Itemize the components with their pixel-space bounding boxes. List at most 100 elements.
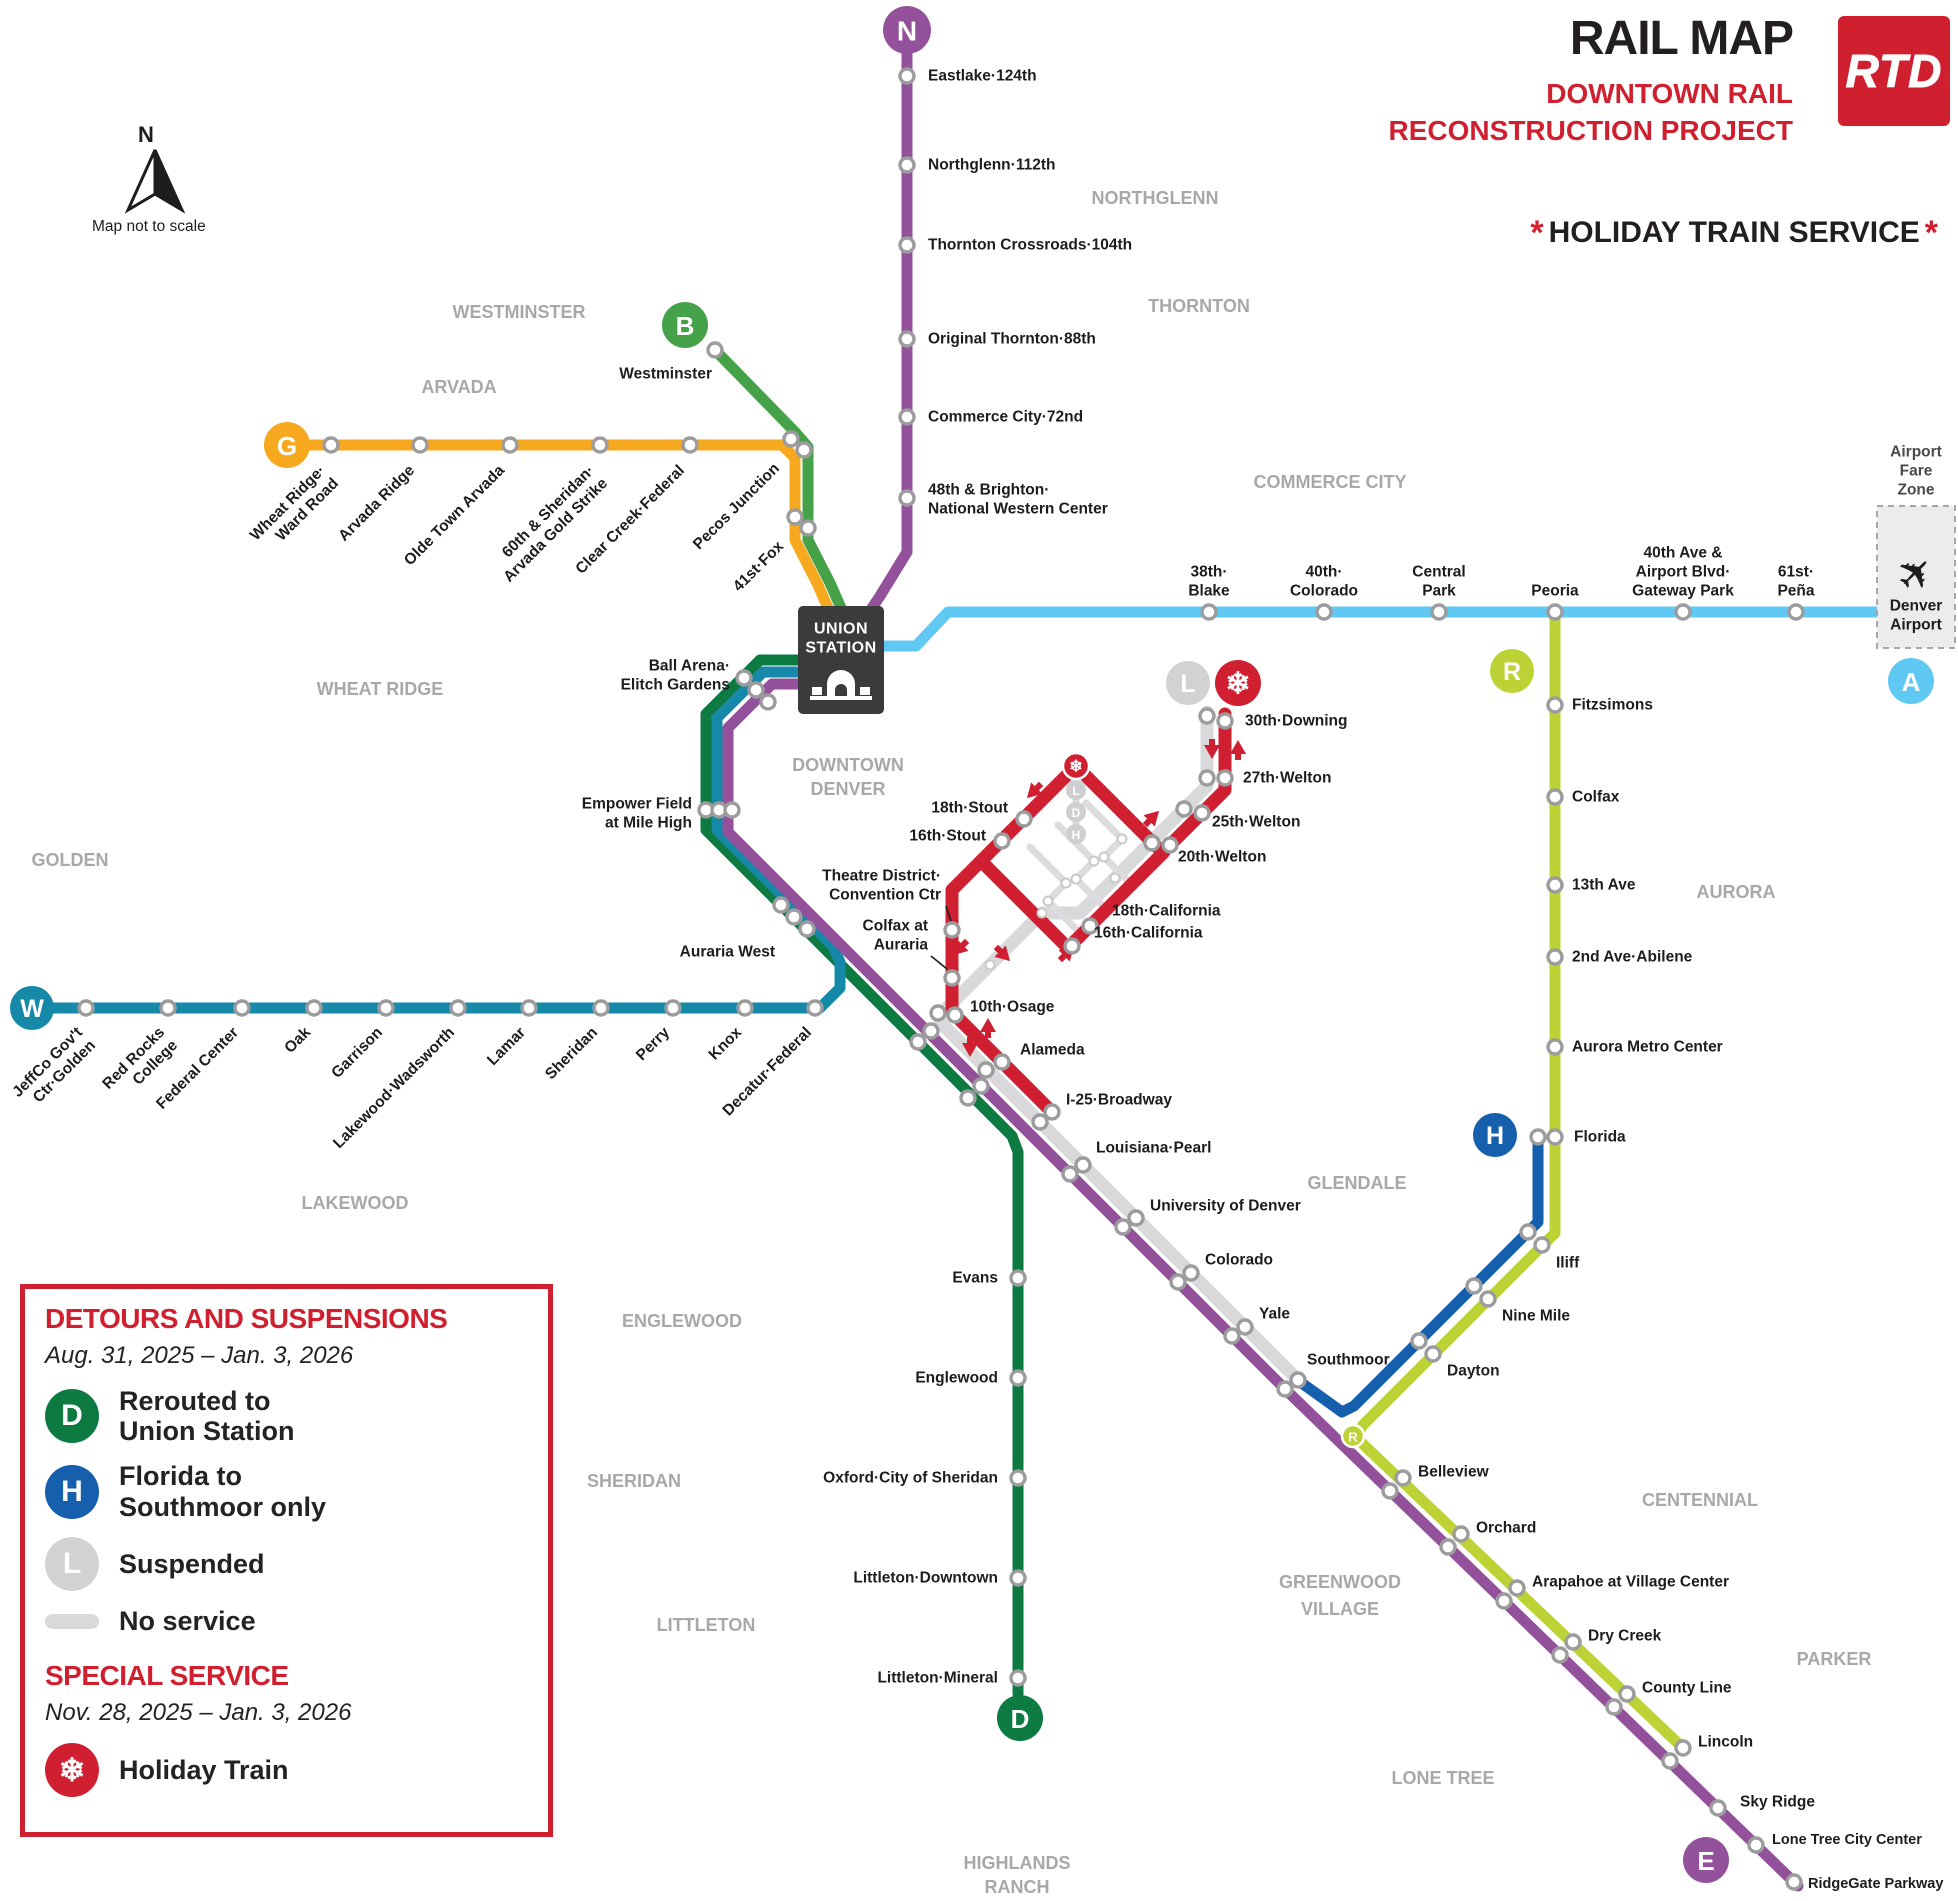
station-marker (959, 1089, 977, 1107)
region-label: ENGLEWOOD (622, 1311, 742, 1331)
station-marker (736, 999, 754, 1017)
region-label: LAKEWOOD (302, 1193, 409, 1213)
station-marker (1546, 1128, 1564, 1146)
label-leader-line (945, 905, 952, 922)
station-marker (782, 430, 800, 448)
station-marker (1009, 1469, 1027, 1487)
airport-name-label: Denver (1890, 598, 1943, 615)
station-marker (898, 156, 916, 174)
badge-label: R (1503, 658, 1521, 686)
station-label-sheridan: Sheridan (542, 1024, 601, 1083)
station-marker (972, 1077, 990, 1095)
station-marker (1143, 834, 1161, 852)
legend-item-text: Union Station (119, 1416, 295, 1447)
direction-arrow-icon (1142, 810, 1160, 828)
legend-item-text: Southmoor only (119, 1491, 326, 1522)
station-marker (1216, 712, 1234, 730)
station-marker (977, 1061, 995, 1079)
station-label-arvada-ridge: Arvada Ridge (335, 462, 418, 545)
map-scale-note: Map not to scale (92, 218, 206, 235)
station-marker (501, 436, 519, 454)
station-marker (1198, 707, 1216, 725)
region-label: THORNTON (1148, 296, 1250, 316)
station-marker (1674, 603, 1692, 621)
station-label-university-of-denver: University of Denver (1150, 1198, 1301, 1215)
station-label-aurora-metro-center: Aurora Metro Center (1572, 1039, 1723, 1056)
line-a-line (878, 606, 1885, 652)
station-label-nine-mile: Nine Mile (1502, 1308, 1570, 1325)
station-label-18th-california: 18th·California (1112, 903, 1221, 920)
station-label-oxford-city-of-sheridan: Oxford·City of Sheridan (823, 1470, 998, 1487)
asterisk-icon: * (1530, 214, 1544, 252)
station-label-original-thornton-88th: Original Thornton·88th (928, 331, 1096, 348)
holiday-train-snowflake-badge (1061, 751, 1091, 781)
station-marker (1169, 1273, 1187, 1291)
station-label-27th-welton: 27th·Welton (1243, 770, 1331, 787)
station-label-littleton-mineral: Littleton·Mineral (877, 1670, 998, 1687)
page-subtitle-1: DOWNTOWN RAIL (1546, 78, 1793, 110)
station-marker (1063, 937, 1081, 955)
line-n-line (866, 48, 913, 614)
line-badge-b (662, 302, 708, 348)
station-marker (1479, 1290, 1497, 1308)
station-marker (898, 408, 916, 426)
station-marker (305, 999, 323, 1017)
ghost-station-dot (1042, 895, 1054, 907)
badge-label: ❄ (1069, 759, 1082, 776)
station-label-40th-ave-airport-blvd-gateway-park: Gateway Park (1632, 583, 1734, 600)
label-leader-line (930, 955, 948, 970)
station-label-alameda: Alameda (1020, 1042, 1085, 1059)
station-marker (1709, 1799, 1727, 1817)
l-line-badge-icon: L (45, 1536, 99, 1591)
station-marker (1551, 1646, 1569, 1664)
line-badge-r (1340, 1423, 1366, 1449)
station-marker (1223, 1327, 1241, 1345)
station-label-18th-stout: 18th·Stout (931, 800, 1008, 817)
station-label-ball-arena-elitch-gardens: Ball Arena· (649, 658, 730, 675)
direction-arrow-icon (993, 944, 1011, 962)
line-badge-d (1066, 802, 1086, 822)
compass-arrow-right (153, 149, 186, 214)
station-label-48th-brighton-national-western-center: 48th & Brighton· (928, 482, 1049, 499)
station-label-2nd-ave-abilene: 2nd Ave·Abilene (1572, 949, 1693, 966)
station-label-lincoln: Lincoln (1698, 1734, 1753, 1751)
station-label-colfax-at-auraria: Auraria (874, 937, 929, 954)
line-badge-h (1066, 824, 1086, 844)
station-label-sky-ridge: Sky Ridge (1740, 1794, 1815, 1811)
station-marker (1546, 696, 1564, 714)
legend-box: DETOURS AND SUSPENSIONS Aug. 31, 2025 – … (20, 1284, 553, 1837)
station-marker (943, 969, 961, 987)
page-subtitle-2: RECONSTRUCTION PROJECT (1388, 115, 1793, 147)
header: RAIL MAP DOWNTOWN RAIL RECONSTRUCTION PR… (1388, 13, 1794, 148)
station-label-county-line: County Line (1642, 1680, 1732, 1697)
station-label-littleton-downtown: Littleton·Downtown (853, 1570, 998, 1587)
line-badge-d (997, 1695, 1043, 1741)
line-badge-a (1888, 658, 1934, 704)
station-marker (1546, 788, 1564, 806)
station-marker (785, 908, 803, 926)
direction-arrow-icon (980, 1018, 996, 1038)
station-marker (1533, 1236, 1551, 1254)
station-marker (1618, 1685, 1636, 1703)
legend-item-text: Suspended (119, 1548, 265, 1579)
region-label: GLENDALE (1308, 1173, 1407, 1193)
region-label: CENTENNIAL (1642, 1490, 1758, 1510)
line-badge-h (1473, 1113, 1517, 1157)
station-label-florida: Florida (1574, 1129, 1626, 1146)
line-badge-l (1166, 661, 1210, 705)
legend-item-holiday-train: ❄ Holiday Train (45, 1743, 528, 1798)
region-label: AURORA (1697, 882, 1776, 902)
station-label-englewood: Englewood (915, 1370, 998, 1387)
legend-item-text: No service (119, 1605, 256, 1636)
station-marker (1031, 1113, 1049, 1131)
station-marker (909, 1033, 927, 1051)
legend-item-no-service: No service (45, 1606, 528, 1636)
line-badge-w (10, 986, 54, 1030)
no-service-dash-icon (45, 1613, 99, 1629)
line-holiday-welton (1156, 707, 1232, 860)
station-label-ball-arena-elitch-gardens: Elitch Gardens (621, 677, 730, 694)
airport-fare-zone-label: Fare (1900, 463, 1933, 480)
holiday-train-snowflake-icon: ❄ (45, 1743, 99, 1798)
union-station-building-icon (810, 670, 872, 700)
station-label-theatre-district-convention-ctr: Convention Ctr (829, 887, 941, 904)
